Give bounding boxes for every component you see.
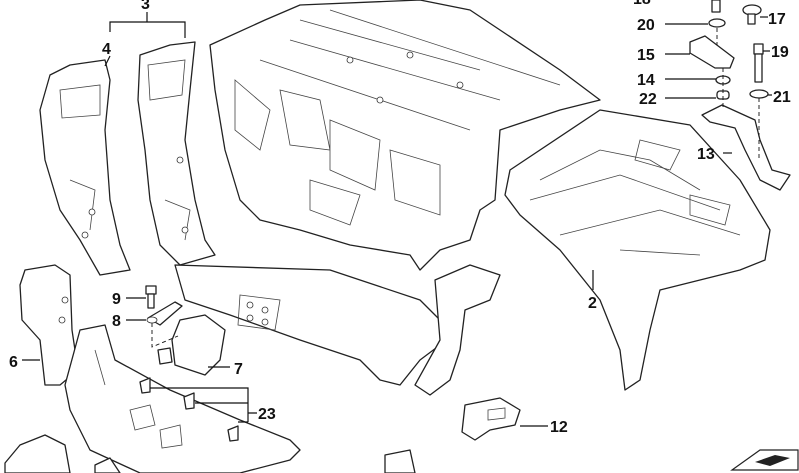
label-18: 18 (633, 0, 651, 8)
bracket-part-12 (461, 397, 521, 441)
label-22: 22 (639, 91, 657, 108)
bottom-left-part (4, 434, 416, 473)
lower-panel (64, 324, 301, 473)
bracket-part-6 (19, 264, 79, 386)
clip-part-23 (139, 377, 239, 442)
bracket-part-7 (157, 314, 226, 376)
washer-part-21 (749, 89, 769, 99)
washer-part-20 (708, 18, 726, 28)
cross-member (174, 264, 501, 396)
label-19: 19 (771, 44, 789, 61)
bolt-part-18 (711, 0, 721, 13)
label-17: 17 (768, 11, 786, 28)
label-23: 23 (258, 406, 276, 423)
label-20: 20 (637, 17, 655, 34)
pillar-part-3 (137, 41, 216, 266)
pillar-part-4 (39, 59, 131, 276)
label-21: 21 (773, 89, 791, 106)
bracket-part-13 (701, 104, 791, 191)
label-2: 2 (588, 295, 597, 312)
label-8: 8 (112, 313, 121, 330)
label-14: 14 (637, 72, 655, 89)
leader-lines (22, 12, 772, 427)
bolt-part-9 (145, 285, 157, 309)
screw-part-17 (742, 4, 762, 25)
bracket-part-15 (689, 35, 735, 69)
label-3: 3 (141, 0, 150, 13)
label-13: 13 (697, 146, 715, 163)
diagram-logo-icon (730, 449, 799, 471)
plate-part-8 (146, 301, 183, 326)
label-9: 9 (112, 291, 121, 308)
label-12: 12 (550, 419, 568, 436)
label-4: 4 (102, 41, 111, 58)
rear-shelf-part-2 (504, 109, 771, 391)
label-15: 15 (637, 47, 655, 64)
label-6: 6 (9, 354, 18, 371)
bolt-part-19 (753, 43, 764, 83)
rear-panel-upper (209, 0, 601, 271)
label-7: 7 (234, 361, 243, 378)
